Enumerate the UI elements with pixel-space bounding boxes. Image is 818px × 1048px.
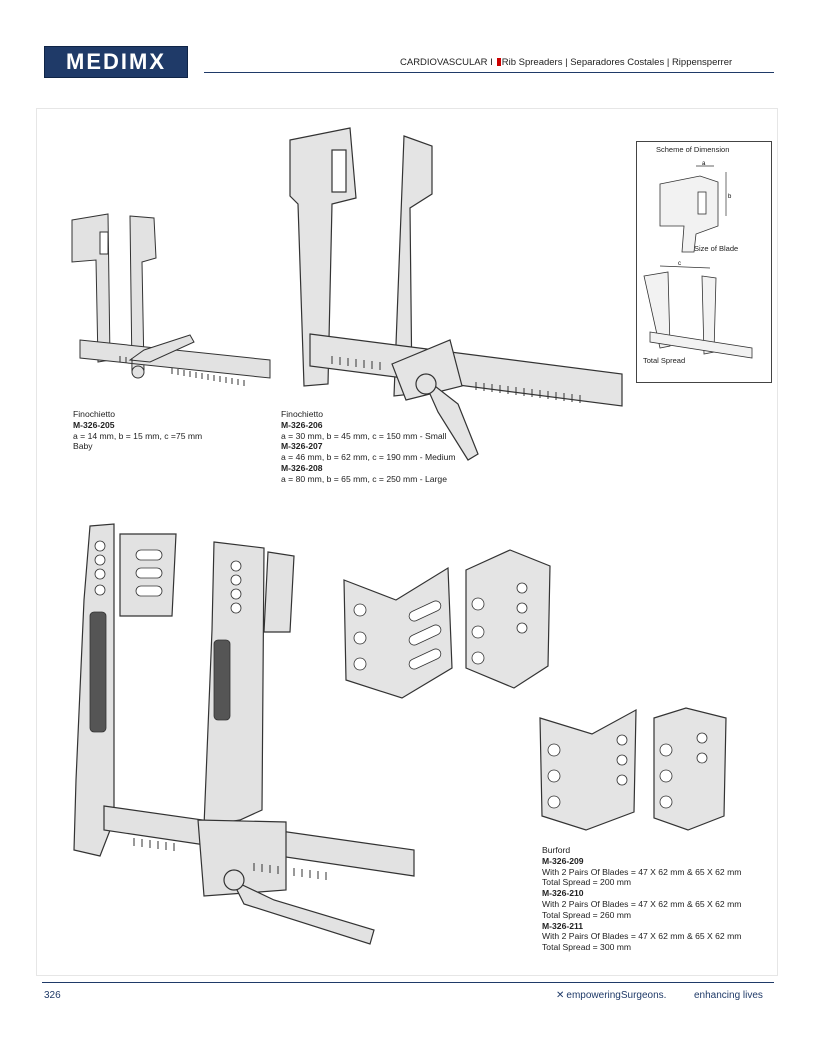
scheme-label-c: c — [678, 261, 681, 267]
product-spread: Total Spread = 300 mm — [542, 942, 632, 953]
burford-blades-upper — [343, 549, 551, 699]
header-category: CARDIOVASCULAR I — [400, 57, 493, 68]
product-code: M-326-205 — [73, 419, 115, 430]
brand-logo: MEDIMX — [44, 46, 188, 78]
product-code: M-326-206 — [281, 419, 323, 430]
tagline-empowering: empoweringSurgeons. — [566, 990, 667, 1001]
product-spread: Total Spread = 260 mm — [542, 909, 632, 920]
footer-rule — [42, 982, 774, 983]
scheme-drawing: a b c — [643, 161, 753, 359]
brand-x-icon: ✕ — [556, 990, 565, 1001]
scheme-label-a: a — [702, 161, 706, 167]
product-name: Finochietto — [73, 409, 116, 419]
page-number: 326 — [44, 990, 61, 1001]
product-name: Finochietto — [281, 409, 324, 419]
red-marker-icon — [496, 58, 501, 66]
burford-spreader-illustration — [73, 523, 415, 945]
finochietto-illustration — [289, 127, 623, 461]
scheme-title: Scheme of Dimension — [656, 145, 730, 154]
footer-tagline: ✕empoweringSurgeons. — [556, 990, 666, 1001]
finochietto-baby-illustration — [71, 213, 271, 386]
scheme-spread-label: Total Spread — [643, 356, 686, 365]
caption-burford: Burford M-326-209 With 2 Pairs Of Blades… — [542, 845, 741, 953]
scheme-blade-label: Size of Blade — [694, 244, 739, 253]
header-title: Rib Spreaders | Separadores Costales | R… — [501, 57, 733, 68]
header-rule — [204, 72, 774, 73]
product-dims: a = 14 mm, b = 15 mm, c =75 mm — [73, 430, 203, 441]
scheme-label-b: b — [728, 194, 732, 200]
product-name: Burford — [542, 845, 571, 855]
header-breadcrumb: CARDIOVASCULAR I Rib Spreaders | Separado… — [400, 57, 732, 68]
caption-finochietto-baby: Finochietto M-326-205 a = 14 mm, b = 15 … — [73, 409, 202, 452]
tagline-enhancing: enhancing lives — [694, 990, 763, 1001]
product-dims: a = 80 mm, b = 65 mm, c = 250 mm - Large — [281, 473, 447, 484]
content-panel — [36, 108, 778, 976]
product-code: M-326-208 — [281, 462, 323, 473]
product-dims: a = 46 mm, b = 62 mm, c = 190 mm - Mediu… — [281, 452, 456, 463]
logo-text: MEDIMX — [66, 49, 166, 74]
product-size: Baby — [73, 441, 93, 452]
product-blades: With 2 Pairs Of Blades = 47 X 62 mm & 65… — [542, 931, 742, 942]
product-code: M-326-210 — [542, 888, 584, 899]
product-spread: Total Spread = 200 mm — [542, 877, 632, 888]
product-code: M-326-209 — [542, 855, 584, 866]
caption-finochietto: Finochietto M-326-206 a = 30 mm, b = 45 … — [281, 409, 456, 485]
product-blades: With 2 Pairs Of Blades = 47 X 62 mm & 65… — [542, 866, 742, 877]
product-code: M-326-207 — [281, 441, 323, 452]
burford-blades-lower — [539, 707, 727, 831]
product-dims: a = 30 mm, b = 45 mm, c = 150 mm - Small — [281, 430, 447, 441]
product-code: M-326-211 — [542, 920, 584, 931]
product-blades: With 2 Pairs Of Blades = 47 X 62 mm & 65… — [542, 898, 742, 909]
